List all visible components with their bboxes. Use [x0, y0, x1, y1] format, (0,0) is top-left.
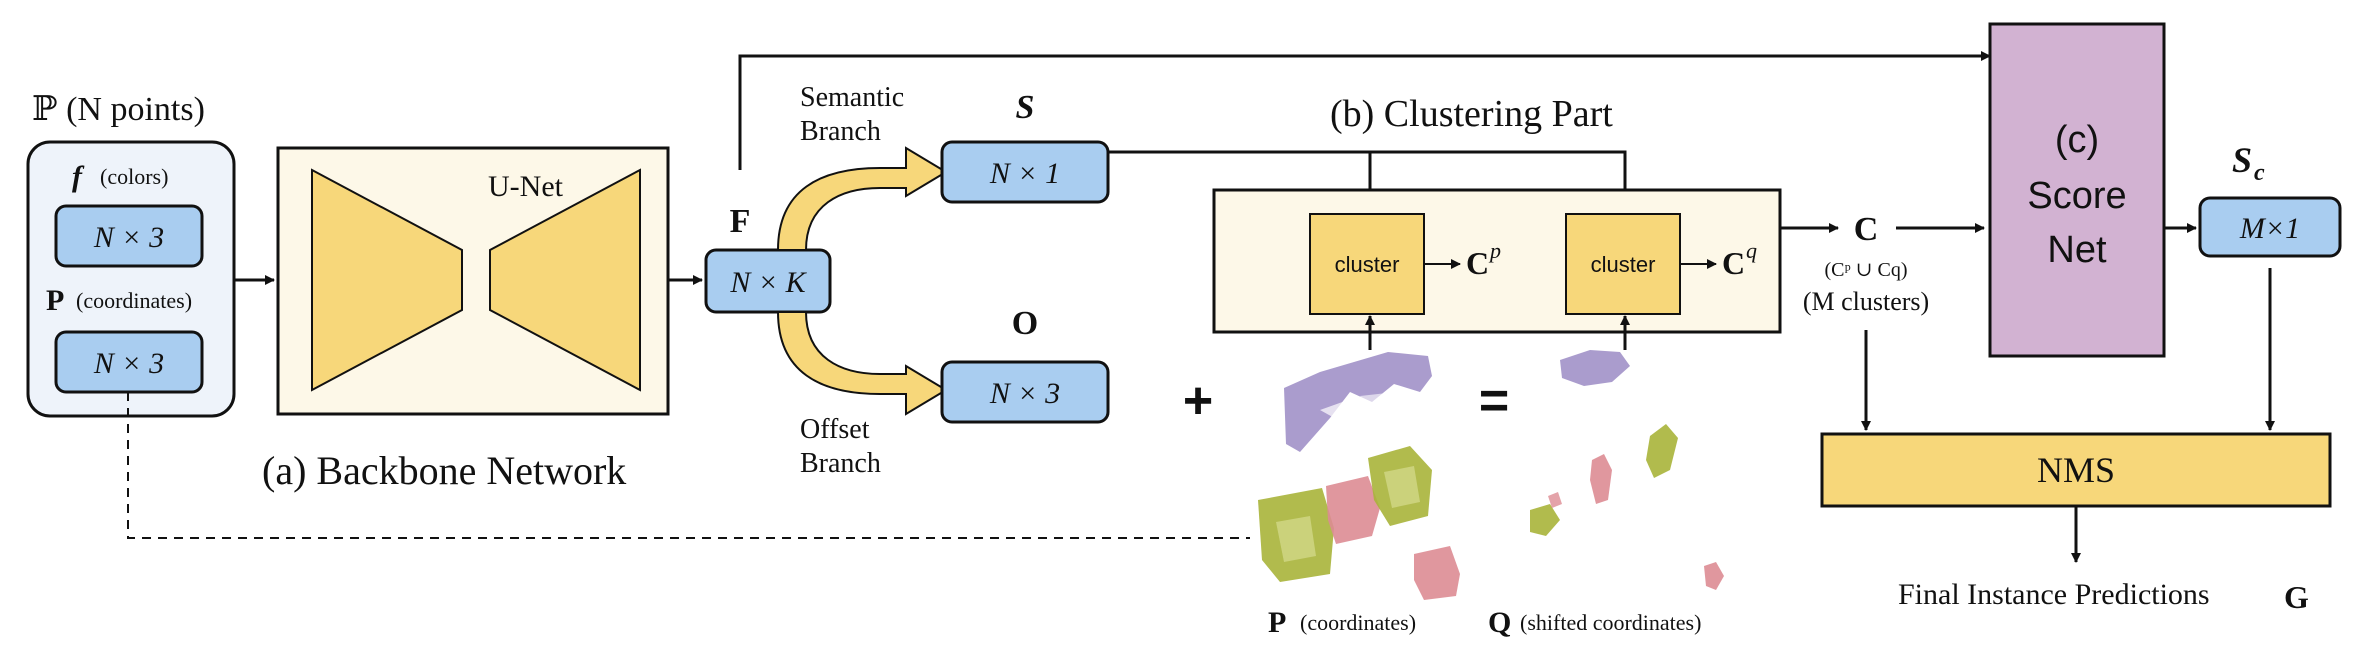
- cluster2-out-sup: q: [1746, 238, 1757, 263]
- unet-encoder-shape: [311, 168, 463, 392]
- union-count: (M clusters): [1803, 287, 1929, 316]
- offset-symbol: O: [1012, 305, 1038, 342]
- scorenet-box: [1988, 22, 2166, 358]
- input-title: ℙ (N points): [32, 91, 205, 128]
- backbone-caption: (a) Backbone Network: [262, 448, 626, 493]
- input-f-dim: N × 3: [93, 221, 164, 254]
- final-symbol: G: [2284, 579, 2309, 615]
- feature-box: [704, 248, 832, 314]
- pointcloud-q-desc: (shifted coordinates): [1520, 610, 1701, 635]
- input-f-box: [54, 204, 204, 268]
- scorenet-label-1: (c): [2055, 119, 2099, 161]
- pointcloud-q-image: [1530, 350, 1724, 590]
- input-p-symbol: P: [46, 284, 64, 317]
- score-sub: c: [2254, 160, 2265, 186]
- dashed-p-link: [127, 392, 1250, 539]
- union-symbol: C: [1854, 211, 1879, 248]
- cluster1-out-sup: p: [1488, 238, 1501, 263]
- offset-dim: N × 3: [989, 377, 1060, 410]
- semantic-branch-arrow: [776, 146, 948, 251]
- score-box: [2198, 196, 2342, 258]
- clustering-title: (b) Clustering Part: [1330, 93, 1613, 135]
- cluster2-label: cluster: [1591, 252, 1656, 277]
- input-f-desc: (colors): [100, 164, 168, 189]
- semantic-box: [940, 140, 1110, 204]
- pointcloud-p-image: [1258, 352, 1460, 600]
- semantic-symbol: S: [1016, 89, 1035, 126]
- cluster1-label: cluster: [1335, 252, 1400, 277]
- scorenet-label-2: Score: [2027, 175, 2126, 217]
- cluster2-box: [1565, 213, 1681, 315]
- input-p-desc: (coordinates): [76, 288, 192, 313]
- nms-label: NMS: [2037, 450, 2115, 490]
- input-f-symbol: f: [72, 160, 85, 193]
- offset-branch-label-1: Offset: [800, 414, 870, 445]
- semantic-branch-label-1: Semantic: [800, 82, 904, 113]
- nms-box: [1820, 432, 2332, 508]
- pointcloud-p-symbol: P: [1268, 606, 1286, 639]
- score-symbol: S: [2232, 140, 2252, 180]
- pointcloud-p-desc: (coordinates): [1300, 610, 1416, 635]
- score-dim: M×1: [2239, 212, 2300, 245]
- scorenet-label-3: Net: [2047, 229, 2107, 271]
- pointcloud-q-symbol: Q: [1488, 606, 1511, 639]
- equals-sign: =: [1479, 372, 1509, 430]
- offset-branch-arrow: [776, 311, 948, 416]
- offset-box: [940, 360, 1110, 424]
- semantic-dim: N × 1: [989, 157, 1060, 190]
- offset-branch-label-2: Branch: [800, 448, 881, 479]
- union-desc: (Cᵖ ∪ Cq): [1825, 259, 1908, 281]
- cluster2-out-base: C: [1722, 245, 1745, 281]
- feature-dim: N × K: [729, 266, 807, 299]
- input-p-dim: N × 3: [93, 347, 164, 380]
- feature-symbol: F: [730, 203, 751, 240]
- unet-label: U-Net: [488, 170, 564, 203]
- plus-sign: +: [1183, 372, 1213, 430]
- semantic-branch-label-2: Branch: [800, 116, 881, 147]
- clustering-box: [1212, 188, 1782, 334]
- cluster1-out-base: C: [1466, 245, 1489, 281]
- arrow-f-to-scorenet: [738, 51, 1991, 170]
- unet-decoder-shape: [489, 168, 641, 392]
- final-label: Final Instance Predictions: [1898, 578, 2210, 611]
